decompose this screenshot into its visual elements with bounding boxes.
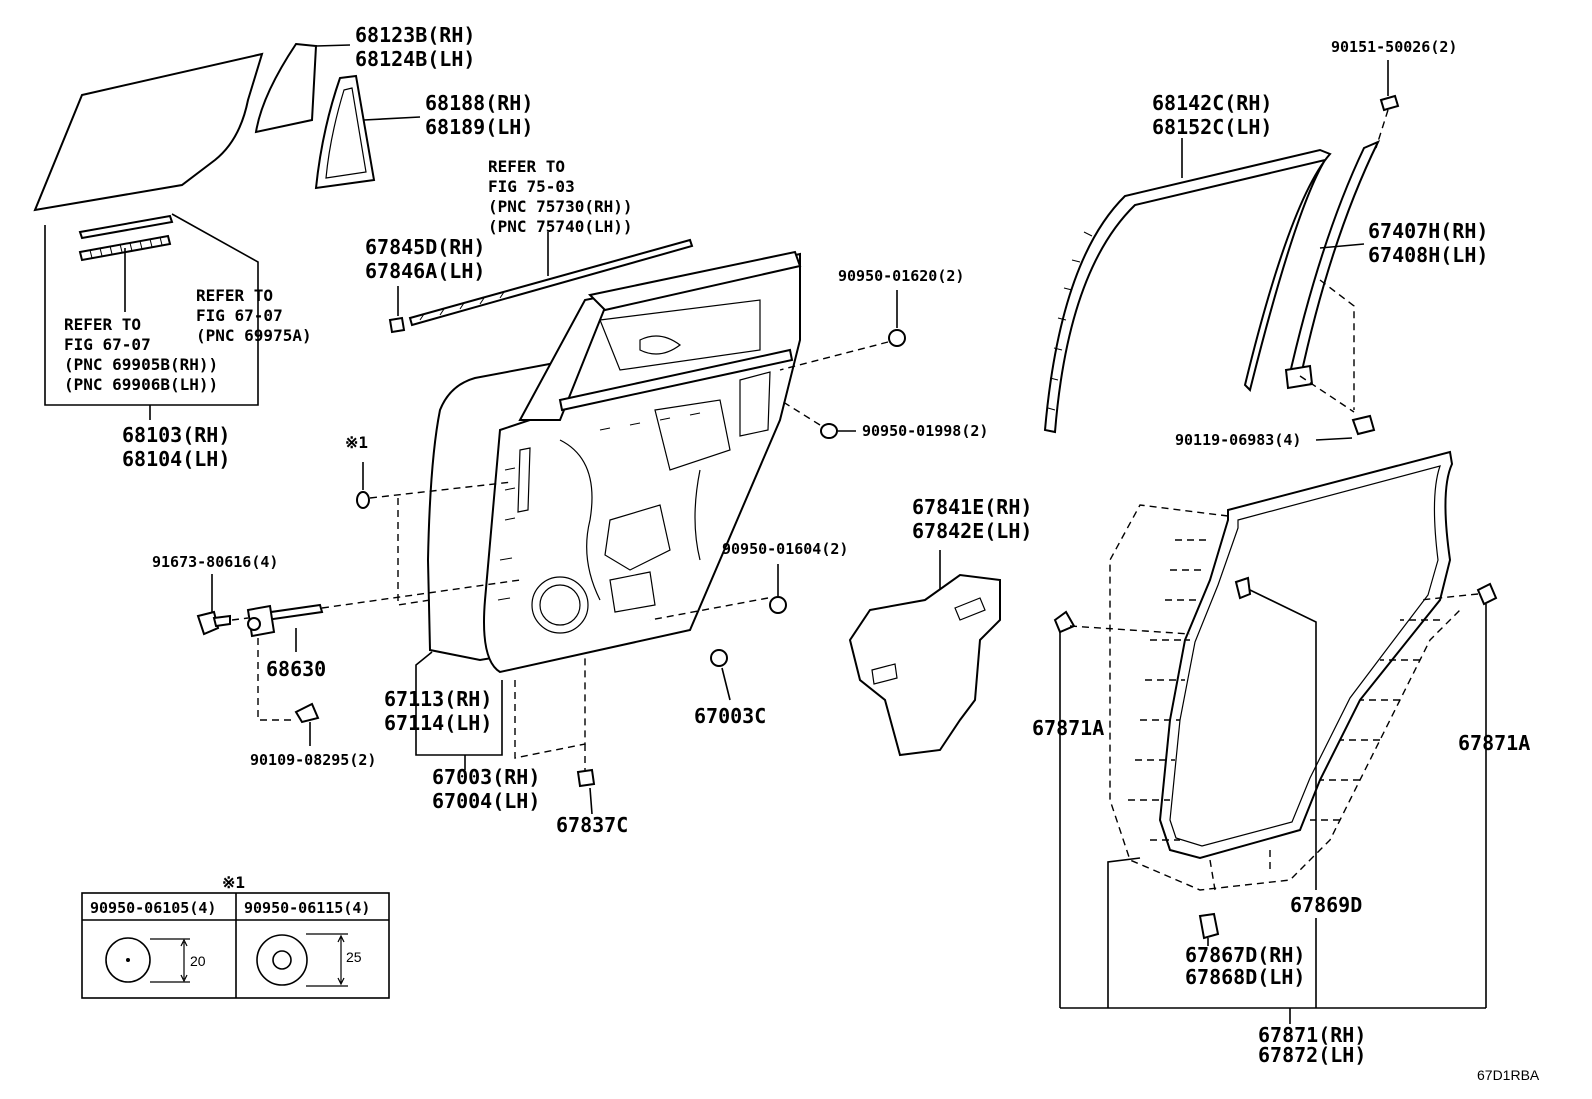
screw-90151 xyxy=(1379,94,1400,112)
door-shell-67003 xyxy=(426,250,802,674)
label-ref-7503-line1: REFER TO xyxy=(488,157,565,176)
label-67113: 67113(RH) xyxy=(384,687,492,711)
clip-67837c xyxy=(576,768,596,788)
label-67003: 67003(RH) xyxy=(432,765,540,789)
table-note: ※1 xyxy=(222,873,245,892)
label-67408h: 67408H(LH) xyxy=(1368,243,1488,267)
clip-67003c xyxy=(710,649,728,667)
door-check-68630 xyxy=(246,603,324,638)
label-68189: 68189(LH) xyxy=(425,115,533,139)
label-90950-01604: 90950-01604(2) xyxy=(722,540,848,558)
label-67114: 67114(LH) xyxy=(384,711,492,735)
label-67871a-right: 67871A xyxy=(1458,731,1530,755)
weatherstrip-67871 xyxy=(1158,450,1454,860)
label-67867d: 67867D(RH) xyxy=(1185,943,1305,967)
diagram-code: 67D1RBA xyxy=(1477,1067,1540,1083)
label-91673: 91673-80616(4) xyxy=(152,553,278,571)
label-90109: 90109-08295(2) xyxy=(250,751,376,769)
label-ref-7503-line3: (PNC 75730(RH)) xyxy=(488,197,633,216)
label-67407h: 67407H(RH) xyxy=(1368,219,1488,243)
label-ref-6707a-line1: REFER TO xyxy=(196,286,273,305)
plug-size-table xyxy=(81,892,390,999)
division-bar-67407h xyxy=(1284,140,1381,390)
label-68103: 68103(RH) xyxy=(122,423,230,447)
plug-90950-01998 xyxy=(820,423,838,439)
glass-run-68142c xyxy=(1043,148,1332,434)
label-67842e: 67842E(LH) xyxy=(912,519,1032,543)
clip-67871a-right xyxy=(1476,582,1498,606)
label-ref-7503-line4: (PNC 75740(LH)) xyxy=(488,217,633,236)
label-note1: ※1 xyxy=(345,433,368,452)
nut-90950-01620 xyxy=(888,329,906,347)
label-90119: 90119-06983(4) xyxy=(1175,431,1301,449)
door-glass-68103 xyxy=(33,52,264,212)
belt-moulding-75730 xyxy=(408,238,694,327)
label-90950-01620: 90950-01620(2) xyxy=(838,267,964,285)
clip-67871a-left xyxy=(1053,610,1076,634)
label-67845d: 67845D(RH) xyxy=(365,235,485,259)
quarter-seal-68188 xyxy=(314,74,376,190)
label-ref-6707a-line2: FIG 67-07 xyxy=(196,306,283,325)
clip-67869d xyxy=(1234,576,1252,600)
nut-90950-01604 xyxy=(769,596,787,614)
label-ref-6707b-line3: (PNC 69905B(RH)) xyxy=(64,355,218,374)
label-ref-6707a-line3: (PNC 69975A) xyxy=(196,326,312,345)
table-col1-part: 90950-06105(4) xyxy=(90,899,216,917)
label-67003c: 67003C xyxy=(694,704,766,728)
hole-plug-note1 xyxy=(356,491,370,509)
label-ref-7503-line2: FIG 75-03 xyxy=(488,177,575,196)
label-68104: 68104(LH) xyxy=(122,447,230,471)
label-ref-6707b-line1: REFER TO xyxy=(64,315,141,334)
label-67841e: 67841E(RH) xyxy=(912,495,1032,519)
label-67869d: 67869D xyxy=(1290,893,1362,917)
glass-channels xyxy=(78,214,174,262)
quarter-glass-68123b xyxy=(254,42,318,134)
label-68123b: 68123B(RH) xyxy=(355,23,475,47)
label-68124b: 68124B(LH) xyxy=(355,47,475,71)
label-67837c: 67837C xyxy=(556,813,628,837)
label-90950-01998: 90950-01998(2) xyxy=(862,422,988,440)
clip-67867d xyxy=(1198,912,1220,940)
label-67868d: 67868D(LH) xyxy=(1185,965,1305,989)
bolt-91673 xyxy=(196,610,231,636)
label-90151: 90151-50026(2) xyxy=(1331,38,1457,56)
label-68188: 68188(RH) xyxy=(425,91,533,115)
label-67871a-left: 67871A xyxy=(1032,716,1104,740)
label-67871: 67871(RH) xyxy=(1258,1023,1366,1047)
table-col2-dim: 25 xyxy=(346,949,362,965)
service-hole-cover-67841e xyxy=(848,573,1001,757)
label-68630: 68630 xyxy=(266,657,326,681)
label-ref-6707b-line4: (PNC 69906B(LH)) xyxy=(64,375,218,394)
table-col1-dim: 20 xyxy=(190,953,206,969)
label-68142c: 68142C(RH) xyxy=(1152,91,1272,115)
label-67846a: 67846A(LH) xyxy=(365,259,485,283)
label-67004: 67004(LH) xyxy=(432,789,540,813)
bolt-90109 xyxy=(294,702,320,724)
table-col2-part: 90950-06115(4) xyxy=(244,899,370,917)
label-68152c: 68152C(LH) xyxy=(1152,115,1272,139)
clip-67845d xyxy=(388,316,406,334)
label-67872: 67872(LH) xyxy=(1258,1043,1366,1067)
label-ref-6707b-line2: FIG 67-07 xyxy=(64,335,151,354)
screw-90119 xyxy=(1351,414,1376,436)
